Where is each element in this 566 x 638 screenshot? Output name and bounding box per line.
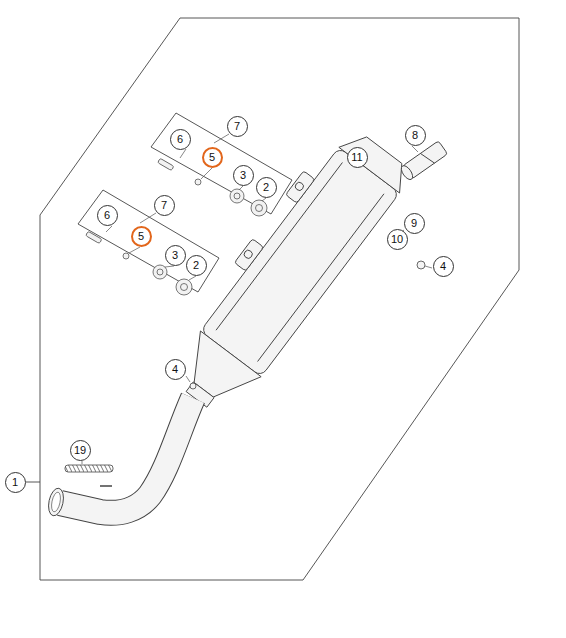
callout-number: 5 — [131, 226, 152, 247]
callout-number: 2 — [256, 177, 277, 198]
grommet — [153, 265, 167, 279]
silencer-body — [200, 147, 399, 376]
bolt — [86, 231, 102, 243]
grommet-hole — [157, 269, 163, 275]
grommet — [230, 189, 244, 203]
group-frame — [40, 18, 519, 580]
callout-number: 6 — [97, 205, 118, 226]
callout-number: 3 — [233, 165, 254, 186]
callout-number: 3 — [165, 245, 186, 266]
callout-number: 5 — [202, 147, 223, 168]
callout-number: 8 — [405, 125, 426, 146]
washer — [123, 253, 129, 259]
callout-number: 9 — [404, 213, 425, 234]
callout-number: 4 — [165, 359, 186, 380]
grommet-hole — [256, 205, 263, 212]
mount-bracket — [234, 239, 263, 271]
callout-number: 7 — [227, 116, 248, 137]
callout-number: 19 — [70, 440, 91, 461]
end-cap — [339, 127, 415, 193]
callout-number: 10 — [387, 229, 408, 250]
callout-number: 1 — [5, 472, 26, 493]
bolt — [158, 158, 174, 170]
grommet-hole — [181, 284, 188, 291]
plug — [417, 261, 425, 269]
grommet — [176, 279, 192, 295]
mount-bracket — [286, 171, 315, 203]
spring — [65, 465, 113, 472]
callout-number: 11 — [347, 147, 368, 168]
pipe-inlet — [46, 487, 66, 517]
callout-number: 7 — [154, 195, 175, 216]
connecting-pipe — [399, 141, 447, 182]
callout-number: 4 — [433, 256, 454, 277]
callout-number: 2 — [186, 255, 207, 276]
leader-line — [26, 482, 40, 483]
kit-panel — [78, 190, 219, 292]
grommet-hole — [234, 193, 240, 199]
grommet — [251, 200, 267, 216]
washer — [195, 179, 201, 185]
header-pipe — [60, 398, 193, 513]
plug — [190, 383, 196, 389]
header-pipe-fill — [60, 398, 193, 513]
callout-number: 6 — [170, 129, 191, 150]
